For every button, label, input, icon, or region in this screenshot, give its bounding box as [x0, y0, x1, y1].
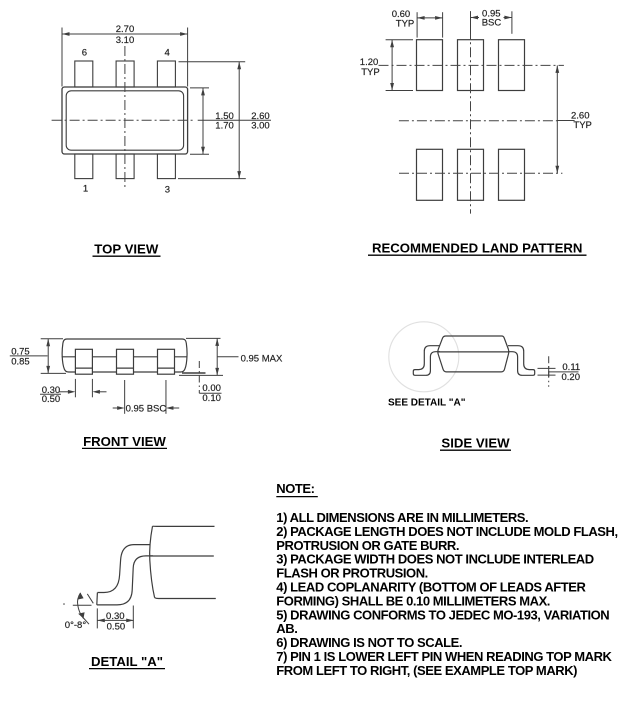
- svg-text:RECOMMENDED LAND PATTERN: RECOMMENDED LAND PATTERN: [372, 241, 583, 256]
- svg-text:1.70: 1.70: [215, 120, 234, 131]
- svg-text:0.50: 0.50: [42, 394, 61, 405]
- svg-text:TYP: TYP: [396, 18, 414, 29]
- svg-text:SEE DETAIL "A": SEE DETAIL "A": [388, 398, 466, 409]
- svg-text:2) PACKAGE LENGTH DOES NOT INC: 2) PACKAGE LENGTH DOES NOT INCLUDE MOLD …: [276, 524, 617, 539]
- svg-text:0.50: 0.50: [107, 622, 126, 633]
- svg-text:FLASH OR PROTRUSION.: FLASH OR PROTRUSION.: [276, 566, 428, 581]
- svg-text:0.95 MAX: 0.95 MAX: [241, 353, 283, 364]
- svg-text:1.50: 1.50: [215, 111, 234, 122]
- svg-text:7) PIN 1 IS LOWER LEFT PIN WHE: 7) PIN 1 IS LOWER LEFT PIN WHEN READING …: [276, 649, 612, 664]
- svg-text:4) LEAD COPLANARITY (BOTTOM OF: 4) LEAD COPLANARITY (BOTTOM OF LEADS AFT…: [276, 580, 586, 595]
- svg-text:BSC: BSC: [482, 18, 502, 29]
- svg-text:AB.: AB.: [276, 621, 297, 636]
- svg-text:FRONT VIEW: FRONT VIEW: [83, 434, 166, 449]
- svg-text:FROM LEFT TO RIGHT, (SEE EXAMP: FROM LEFT TO RIGHT, (SEE EXAMPLE TOP MAR…: [276, 663, 577, 678]
- svg-text:0.85: 0.85: [11, 357, 30, 368]
- svg-text:1: 1: [83, 184, 88, 195]
- svg-text:3) PACKAGE WIDTH DOES NOT INCL: 3) PACKAGE WIDTH DOES NOT INCLUDE INTERL…: [276, 552, 593, 567]
- svg-text:0.20: 0.20: [562, 372, 581, 383]
- svg-text:2.60: 2.60: [251, 111, 270, 122]
- svg-text:0.95: 0.95: [482, 9, 501, 20]
- svg-text:1) ALL DIMENSIONS ARE IN MILLI: 1) ALL DIMENSIONS ARE IN MILLIMETERS.: [276, 510, 528, 525]
- svg-text:0.10: 0.10: [202, 393, 221, 404]
- svg-text:0.75: 0.75: [11, 346, 30, 357]
- svg-text:2.70: 2.70: [116, 24, 135, 35]
- svg-text:3: 3: [165, 184, 170, 195]
- svg-text:2.60: 2.60: [571, 111, 590, 122]
- svg-text:3.10: 3.10: [116, 35, 135, 46]
- svg-text:0.11: 0.11: [562, 362, 580, 373]
- svg-text:0.30: 0.30: [106, 611, 125, 622]
- svg-text:PROTRUSION OR GATE BURR.: PROTRUSION OR GATE BURR.: [276, 538, 459, 553]
- svg-text:6: 6: [82, 47, 87, 58]
- svg-text:0.60: 0.60: [392, 9, 411, 20]
- svg-text:3.00: 3.00: [251, 120, 270, 131]
- svg-text:TYP: TYP: [573, 120, 591, 131]
- svg-text:NOTE:: NOTE:: [276, 481, 314, 496]
- svg-text:DETAIL "A": DETAIL "A": [91, 654, 163, 669]
- svg-text:SIDE VIEW: SIDE VIEW: [441, 436, 510, 451]
- svg-text:TYP: TYP: [361, 67, 379, 78]
- svg-text:5) DRAWING CONFORMS TO JEDEC M: 5) DRAWING CONFORMS TO JEDEC MO-193, VAR…: [276, 607, 609, 622]
- svg-text:FORMING) SHALL BE 0.10 MILLIME: FORMING) SHALL BE 0.10 MILLIMETERS MAX.: [276, 593, 550, 608]
- svg-text:TOP VIEW: TOP VIEW: [94, 242, 159, 257]
- svg-text:6) DRAWING IS NOT TO SCALE.: 6) DRAWING IS NOT TO SCALE.: [276, 635, 462, 650]
- svg-text:1.20: 1.20: [360, 57, 379, 68]
- svg-text:0.95 BSC: 0.95 BSC: [126, 404, 167, 415]
- svg-text:0.00: 0.00: [202, 383, 221, 394]
- svg-text:0.30: 0.30: [42, 385, 61, 396]
- svg-text:0°-8°: 0°-8°: [65, 620, 87, 631]
- svg-text:4: 4: [165, 48, 170, 59]
